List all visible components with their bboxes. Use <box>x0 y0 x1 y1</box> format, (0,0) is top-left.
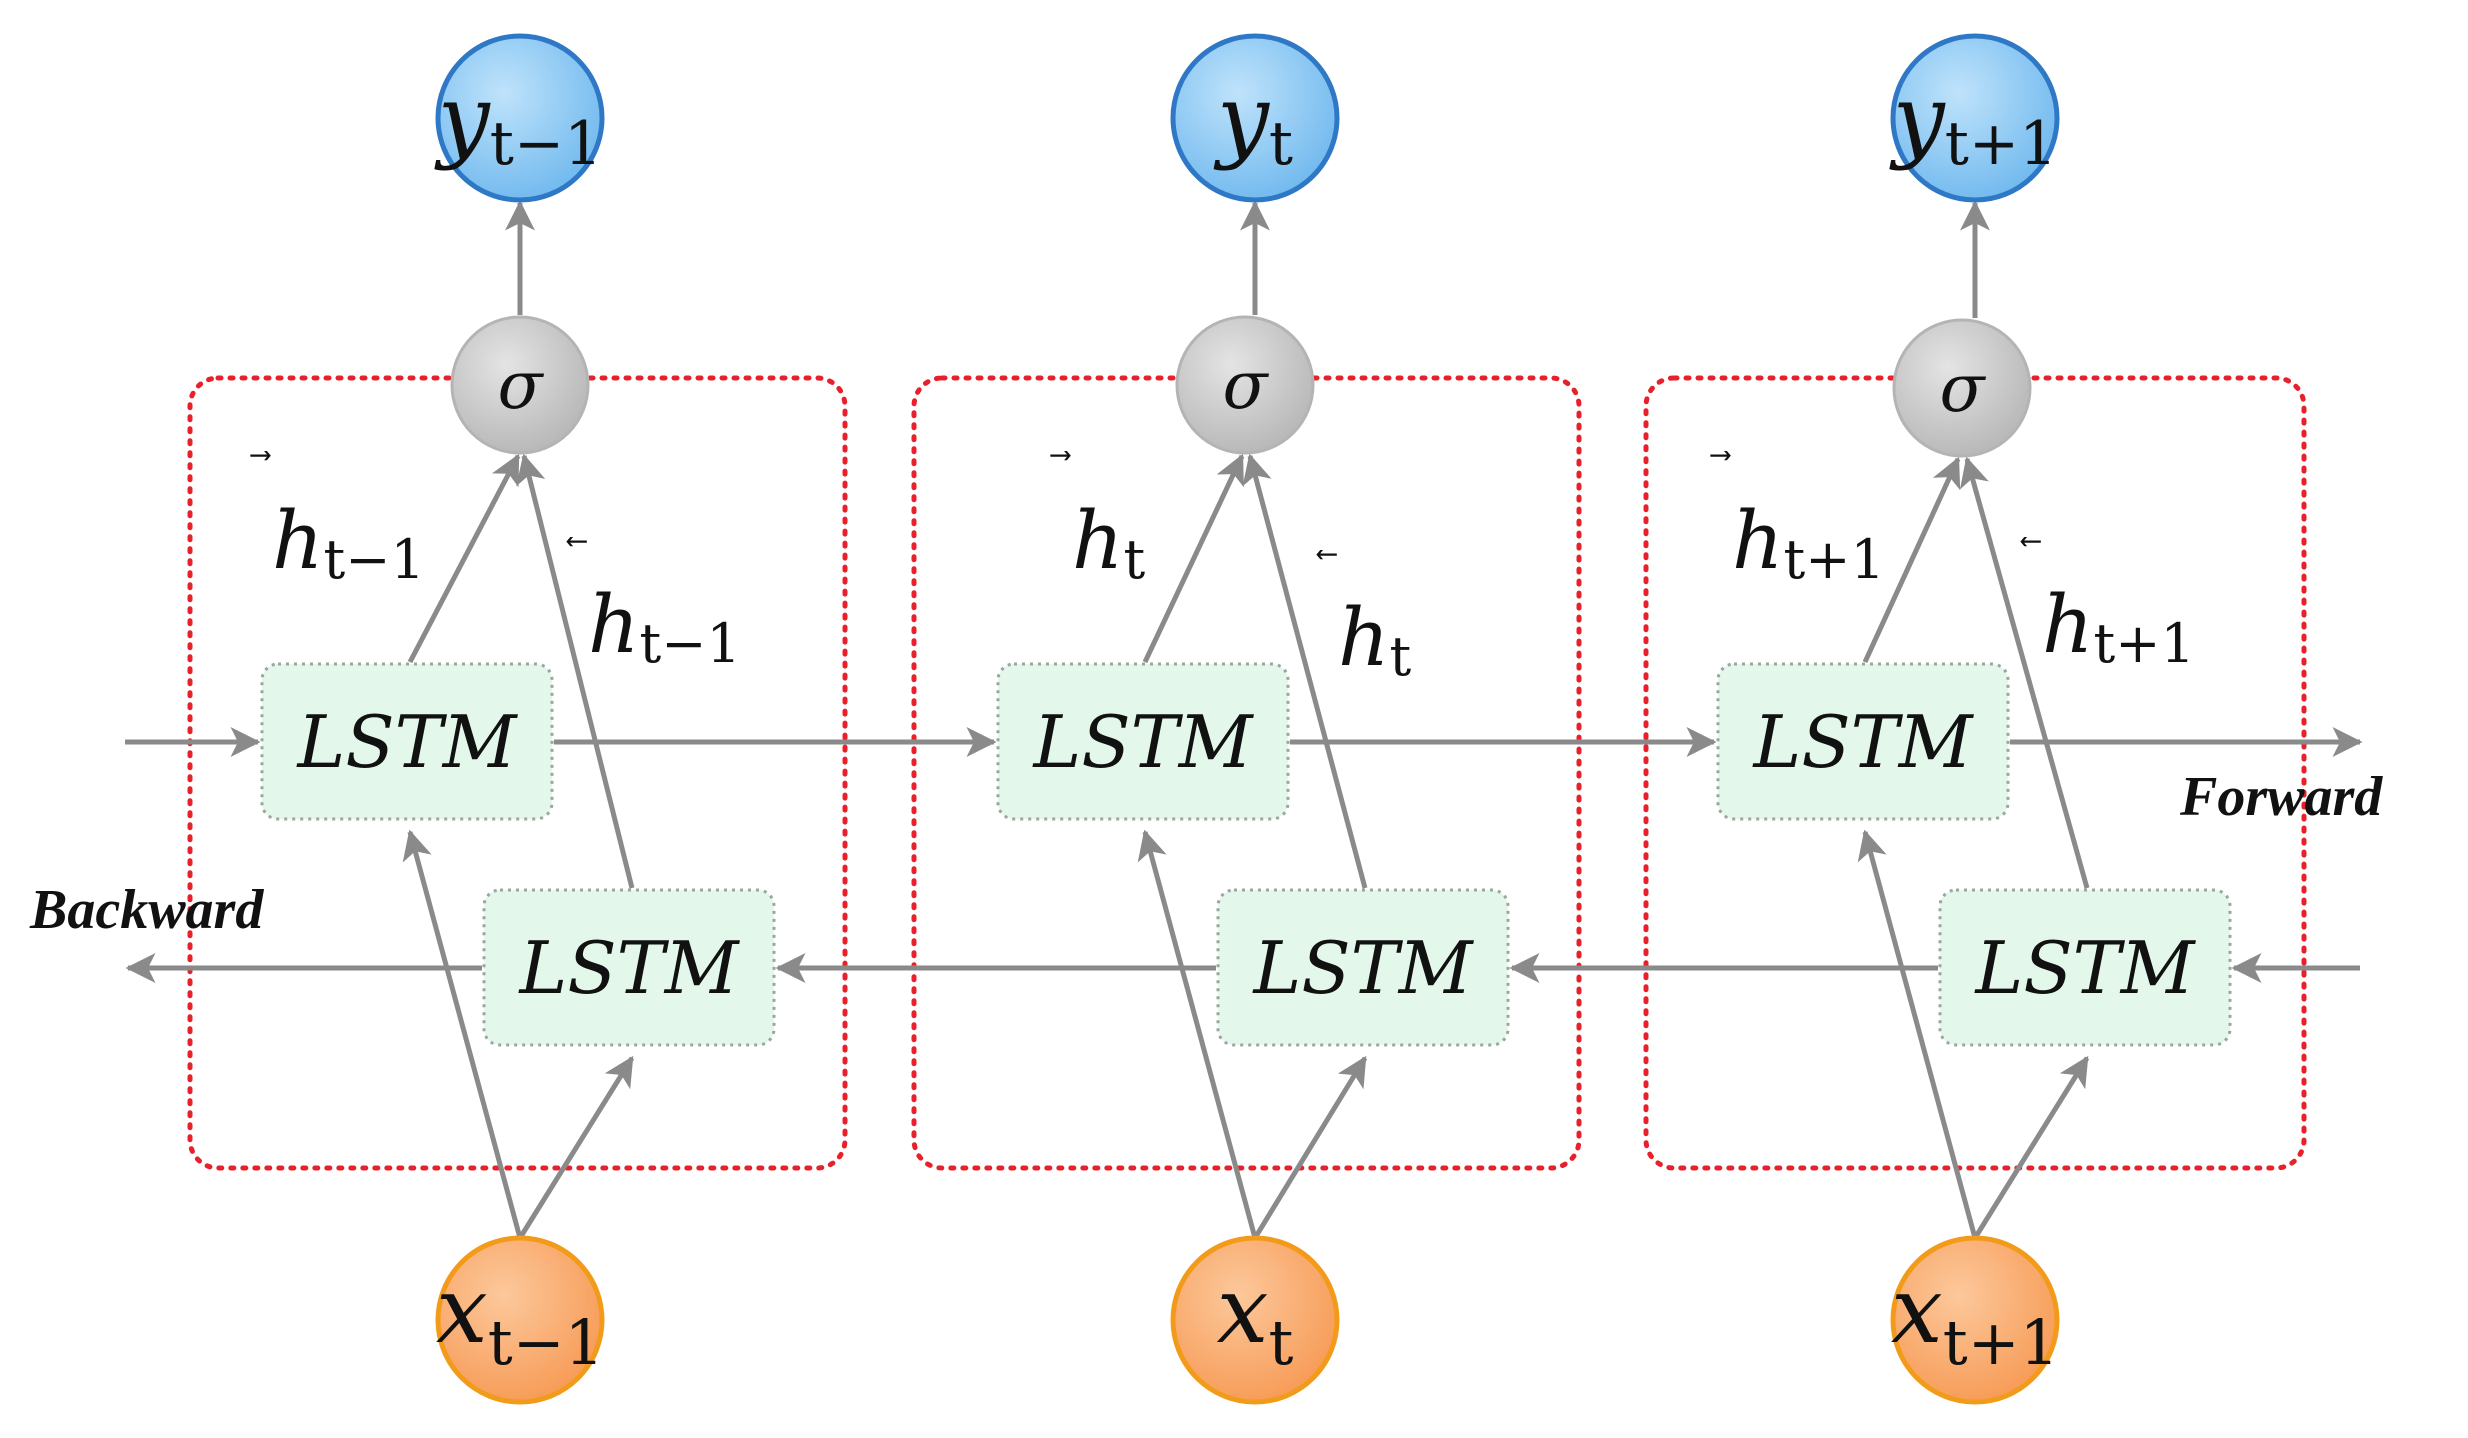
h-backward-var-2: h <box>1338 591 1390 684</box>
output-sub-3: t+1 <box>1945 109 2058 179</box>
svg-text:ht+1: ht+1 <box>2042 578 2195 675</box>
h-backward-sub-1: t−1 <box>640 612 741 675</box>
sigma-node-1: σ <box>450 315 590 455</box>
lstm-forward-label-3: LSTM <box>1752 700 1975 784</box>
arrow-backward1-to-sigma <box>516 453 635 889</box>
h-forward-sub-3: t+1 <box>1784 528 1885 591</box>
h-forward-var-3: h <box>1732 494 1784 587</box>
backward-lstm-layer: LSTM LSTM LSTM <box>482 888 2232 1047</box>
h-forward-mark-1: ⃗ <box>250 451 271 461</box>
hidden-state-labels: ht−1 ⃗ ht ⃗ ht+1 ⃗ ht−1 ⃖ ht ⃖ <box>250 451 2195 688</box>
output-var-2: y <box>1213 65 1270 172</box>
output-sub-2: t <box>1269 109 1293 179</box>
arrow-forward1-to-sigma <box>407 453 521 664</box>
output-var-3: y <box>1889 65 1946 172</box>
h-backward-label-2: ht ⃖ <box>1316 550 1412 688</box>
svg-text:ht+1: ht+1 <box>1732 494 1885 591</box>
lstm-backward-cell-1: LSTM <box>482 888 776 1047</box>
h-backward-var-1: h <box>588 578 640 671</box>
arrow-x3-to-forward <box>1857 829 1978 1239</box>
h-backward-mark-1: ⃖ <box>566 537 587 547</box>
lstm-backward-label-1: LSTM <box>518 926 741 1010</box>
sigma-nodes: σ σ σ <box>450 315 2032 458</box>
arrow-x1-to-forward <box>402 829 523 1239</box>
forward-direction-label: Forward <box>2179 766 2383 828</box>
h-forward-sub-2: t <box>1124 528 1146 591</box>
input-sub-1: t−1 <box>488 1306 604 1379</box>
input-node-3: xt+1 <box>1890 1235 2060 1405</box>
svg-text:xt−1: xt−1 <box>436 1257 604 1379</box>
h-forward-var-1: h <box>272 494 324 587</box>
output-node-1: yt−1 <box>434 33 605 203</box>
output-var-1: y <box>434 65 491 172</box>
h-forward-label-2: ht ⃗ <box>1050 451 1146 591</box>
output-sub-1: t−1 <box>490 109 603 179</box>
arrow-x1-to-backward <box>517 1055 635 1240</box>
lstm-forward-label-2: LSTM <box>1032 700 1255 784</box>
input-node-2: xt <box>1170 1235 1340 1405</box>
sigma-node-3: σ <box>1892 318 2032 458</box>
svg-text:yt: yt <box>1213 65 1293 179</box>
h-backward-mark-3: ⃖ <box>2020 537 2041 547</box>
lstm-forward-cell-3: LSTM <box>1716 662 2010 821</box>
output-node-2: yt <box>1170 33 1340 203</box>
arrow-backward3-to-sigma <box>1959 456 2090 889</box>
svg-text:xt: xt <box>1217 1257 1294 1379</box>
h-forward-mark-2: ⃗ <box>1050 451 1071 461</box>
sigma-label-1: σ <box>497 347 544 424</box>
lstm-backward-cell-2: LSTM <box>1216 888 1510 1047</box>
h-backward-sub-3: t+1 <box>2094 612 2195 675</box>
h-backward-label-1: ht−1 ⃖ <box>566 537 741 675</box>
arrow-backward2-to-sigma <box>1242 453 1368 889</box>
arrow-x3-to-backward <box>1972 1055 2090 1240</box>
arrow-forward3-to-sigma <box>1862 456 1961 664</box>
sigma-node-2: σ <box>1175 315 1315 455</box>
input-node-1: xt−1 <box>435 1235 605 1405</box>
h-backward-sub-2: t <box>1390 625 1412 688</box>
input-sub-3: t+1 <box>1943 1306 2059 1379</box>
lstm-forward-cell-2: LSTM <box>996 662 1290 821</box>
sigma-label-2: σ <box>1222 347 1269 424</box>
svg-text:ht−1: ht−1 <box>272 494 425 591</box>
h-forward-mark-3: ⃗ <box>1710 451 1731 461</box>
sigma-label-3: σ <box>1939 350 1986 427</box>
svg-text:yt+1: yt+1 <box>1889 65 2058 179</box>
lstm-backward-cell-3: LSTM <box>1938 888 2232 1047</box>
lstm-backward-label-2: LSTM <box>1252 926 1475 1010</box>
arrow-forward2-to-sigma <box>1142 453 1245 664</box>
arrow-x2-to-backward <box>1252 1055 1368 1240</box>
svg-text:yt−1: yt−1 <box>434 65 603 179</box>
h-backward-label-3: ht+1 ⃖ <box>2020 537 2195 675</box>
h-forward-var-2: h <box>1072 494 1124 587</box>
h-forward-label-3: ht+1 ⃗ <box>1710 451 1885 591</box>
input-sub-2: t <box>1268 1306 1293 1379</box>
h-backward-var-3: h <box>2042 578 2094 671</box>
h-forward-label-1: ht−1 ⃗ <box>250 451 425 591</box>
lstm-forward-label-1: LSTM <box>296 700 519 784</box>
arrow-x2-to-forward <box>1137 829 1258 1239</box>
input-nodes: xt−1 xt xt+1 <box>435 1235 2060 1405</box>
output-node-3: yt+1 <box>1889 33 2060 203</box>
svg-text:ht: ht <box>1072 494 1146 591</box>
input-var-1: x <box>436 1257 488 1364</box>
svg-text:ht−1: ht−1 <box>588 578 741 675</box>
output-nodes: yt−1 yt yt+1 <box>434 33 2060 203</box>
backward-direction-label: Backward <box>29 879 264 941</box>
h-forward-sub-1: t−1 <box>324 528 425 591</box>
h-backward-mark-2: ⃖ <box>1316 550 1337 560</box>
connection-arrows <box>125 200 2363 1240</box>
lstm-backward-label-3: LSTM <box>1974 926 2197 1010</box>
svg-text:xt+1: xt+1 <box>1891 1257 2059 1379</box>
forward-lstm-layer: LSTM LSTM LSTM <box>260 662 2010 821</box>
input-var-2: x <box>1217 1257 1269 1364</box>
svg-text:ht: ht <box>1338 591 1412 688</box>
input-var-3: x <box>1891 1257 1943 1364</box>
lstm-forward-cell-1: LSTM <box>260 662 554 821</box>
